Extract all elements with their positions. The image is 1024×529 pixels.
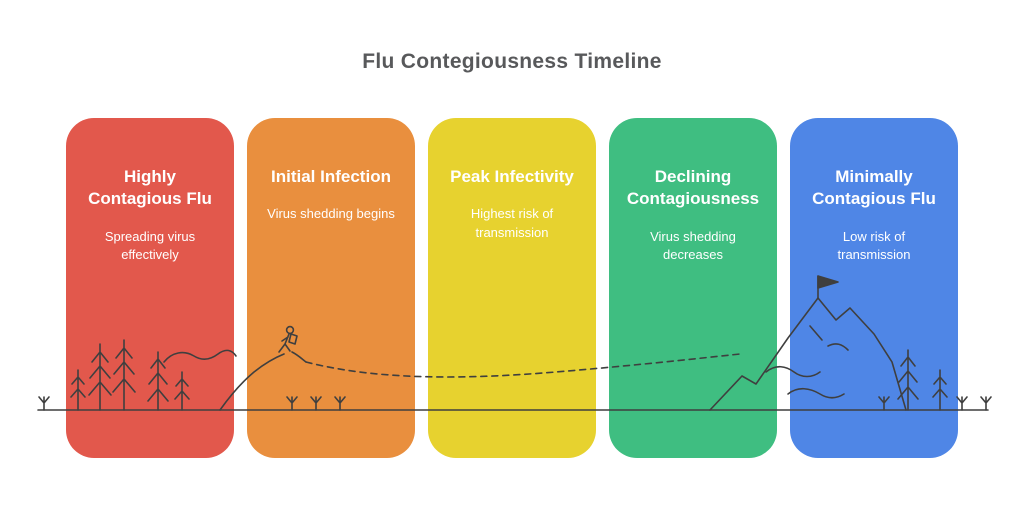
sprout-icon (956, 396, 968, 411)
stage-description: Virus shedding decreases (650, 228, 736, 263)
stage-card-initial-infection: Initial Infection Virus shedding begins (247, 118, 415, 458)
stage-title: Initial Infection (271, 167, 391, 186)
stage-title: Highly Contagious Flu (88, 167, 212, 209)
stage-description: Spreading virus effectively (104, 228, 196, 263)
sprout-icon (38, 396, 50, 411)
stage-card-peak-infectivity: Peak Infectivity Highest risk of transmi… (428, 118, 596, 458)
stage-card-minimally-contagious: Minimally Contagious Flu Low risk of tra… (790, 118, 958, 458)
sprout-icon (980, 396, 992, 411)
stage-description: Low risk of transmission (837, 228, 911, 263)
stage-description: Highest risk of transmission (470, 206, 554, 240)
stage-card-declining-contagiousness: Declining Contagiousness Virus shedding … (609, 118, 777, 458)
stage-title: Minimally Contagious Flu (812, 167, 936, 209)
stage-title: Declining Contagiousness (626, 167, 760, 209)
timeline-stages: Highly Contagious Flu Spreading virus ef… (66, 118, 958, 458)
stage-description: Virus shedding begins (267, 206, 395, 222)
stage-card-highly-contagious: Highly Contagious Flu Spreading virus ef… (66, 118, 234, 458)
page-title: Flu Contegiousness Timeline (362, 50, 662, 73)
stage-title: Peak Infectivity (450, 167, 574, 186)
